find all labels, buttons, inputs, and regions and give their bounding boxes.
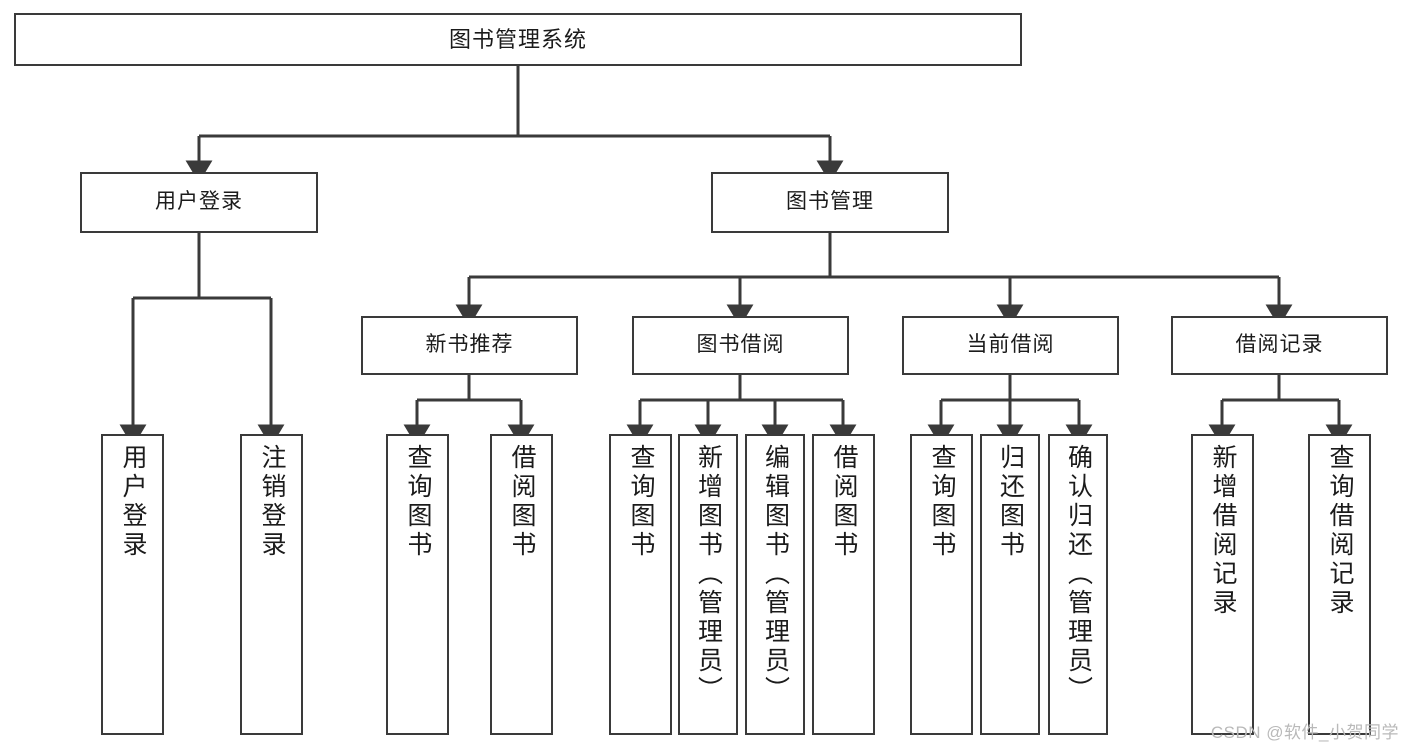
leaf-return-book[interactable]: 归还图书	[980, 434, 1040, 735]
node-book-borrow[interactable]: 图书借阅	[632, 316, 849, 375]
leaf-confirm-return-admin[interactable]: 确认归还（管理员）	[1048, 434, 1108, 735]
node-label: 归还图书	[996, 444, 1025, 560]
node-label: 查询图书	[928, 444, 956, 560]
node-label: 查询图书	[627, 444, 655, 560]
node-label: 用户登录	[119, 444, 147, 560]
leaf-query-book-current[interactable]: 查询图书	[910, 434, 973, 735]
node-label: 查询借阅记录	[1326, 444, 1354, 618]
csdn-watermark: CSDN @软件_小贺同学	[1210, 723, 1399, 742]
node-borrow-record[interactable]: 借阅记录	[1171, 316, 1388, 375]
node-book-management[interactable]: 图书管理	[711, 172, 949, 233]
node-label: 新增借阅记录	[1209, 444, 1237, 618]
leaf-add-book-admin[interactable]: 新增图书（管理员）	[678, 434, 738, 735]
leaf-user-login[interactable]: 用户登录	[101, 434, 164, 735]
leaf-edit-book-admin[interactable]: 编辑图书（管理员）	[745, 434, 805, 735]
node-label: 新书推荐	[425, 333, 514, 357]
leaf-borrow-book[interactable]: 借阅图书	[812, 434, 875, 735]
node-label: 图书管理系统	[448, 26, 587, 52]
node-label: 当前借阅	[966, 333, 1055, 357]
leaf-query-book-borrow[interactable]: 查询图书	[609, 434, 672, 735]
leaf-add-borrow-record[interactable]: 新增借阅记录	[1191, 434, 1254, 735]
node-label: 注销登录	[258, 444, 286, 560]
node-label: 借阅图书	[508, 444, 536, 560]
node-current-borrow[interactable]: 当前借阅	[902, 316, 1119, 375]
leaf-query-book-recommend[interactable]: 查询图书	[386, 434, 449, 735]
node-label: 确认归还（管理员）	[1064, 444, 1093, 705]
node-label: 图书借阅	[696, 333, 785, 357]
node-label: 借阅记录	[1235, 333, 1324, 357]
leaf-logout[interactable]: 注销登录	[240, 434, 303, 735]
node-label: 图书管理	[786, 190, 874, 214]
node-label: 借阅图书	[830, 444, 858, 560]
node-root-book-management-system[interactable]: 图书管理系统	[14, 13, 1022, 66]
leaf-borrow-book-recommend[interactable]: 借阅图书	[490, 434, 553, 735]
node-label: 用户登录	[155, 190, 243, 214]
node-label: 新增图书（管理员）	[694, 444, 723, 705]
leaf-query-borrow-record[interactable]: 查询借阅记录	[1308, 434, 1371, 735]
node-label: 查询图书	[404, 444, 432, 560]
node-user-login[interactable]: 用户登录	[80, 172, 318, 233]
node-new-book-recommend[interactable]: 新书推荐	[361, 316, 578, 375]
node-label: 编辑图书（管理员）	[761, 444, 790, 705]
